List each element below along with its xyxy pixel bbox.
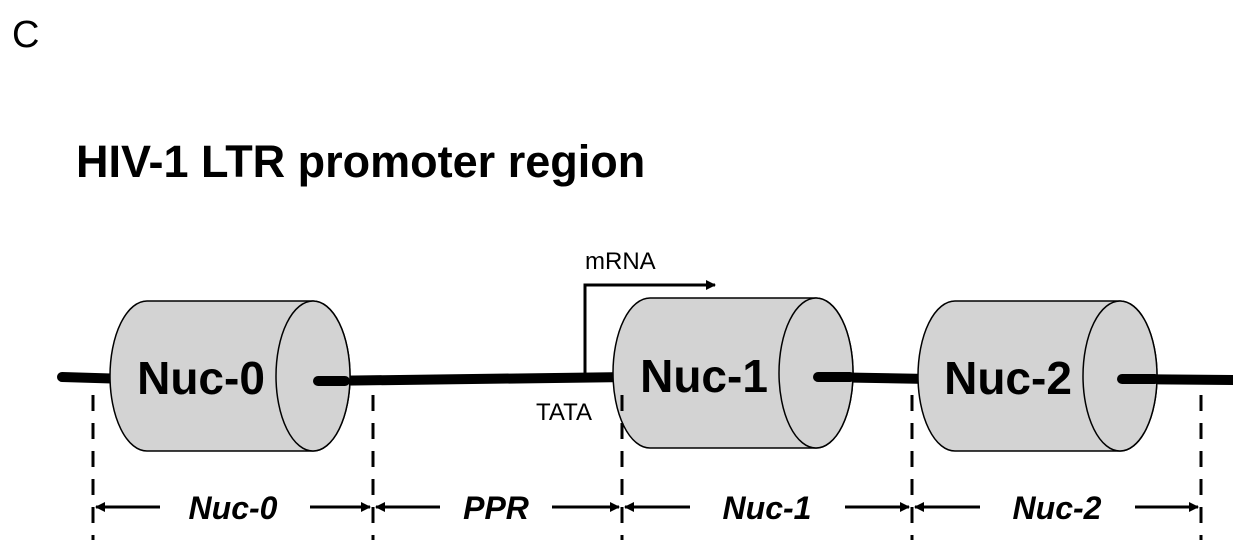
dna-segment-ppr	[313, 372, 635, 386]
diagram-title: HIV-1 LTR promoter region	[76, 136, 646, 187]
region-label: PPR	[463, 490, 529, 526]
nucleosome-nuc-0: Nuc-0	[109, 300, 351, 452]
region-nuc-1: Nuc-1	[624, 490, 910, 526]
mrna-label: mRNA	[585, 248, 656, 275]
region-label: Nuc-0	[189, 490, 278, 526]
nucleosome-nuc-1: Nuc-1	[612, 297, 855, 449]
region-label: Nuc-2	[1013, 490, 1102, 526]
region-nuc-2: Nuc-2	[914, 490, 1199, 526]
nucleosome-label: Nuc-2	[944, 352, 1072, 404]
nucleosome-face	[275, 300, 351, 452]
transcription-start-arrow: mRNA	[583, 248, 716, 378]
tss-arrow	[583, 280, 716, 378]
nucleosome-label: Nuc-0	[137, 352, 265, 404]
region-boundaries	[91, 395, 1203, 540]
nucleosome-nuc-2: Nuc-2	[917, 300, 1160, 452]
nucleosome-label: Nuc-1	[640, 350, 768, 402]
region-label: Nuc-1	[723, 490, 812, 526]
region-ppr: PPR	[375, 490, 620, 526]
tata-label: TATA	[536, 399, 592, 426]
region-nuc-0: Nuc-0	[95, 490, 371, 526]
panel-letter: C	[12, 14, 40, 56]
